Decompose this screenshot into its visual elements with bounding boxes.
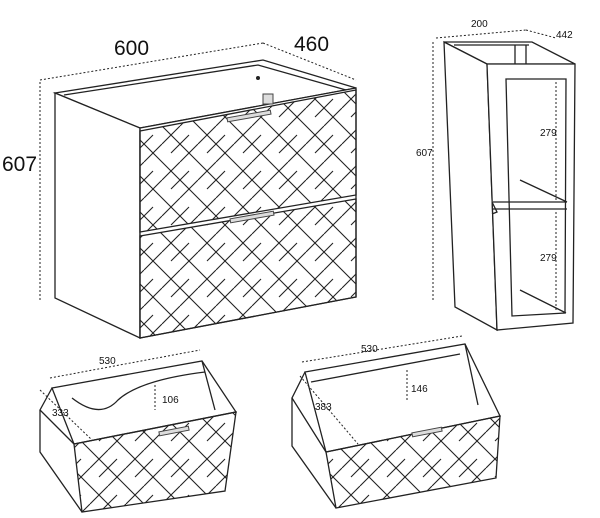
drawer-b-depth-dimline (299, 375, 359, 445)
drawer-b-width-dimline (301, 335, 463, 363)
upper-drawer-handle (226, 109, 272, 123)
drawer-a-back (201, 360, 216, 411)
drain-hole (256, 76, 260, 80)
drawer-b-handle (411, 426, 443, 438)
cabinet-depth-label: 442 (556, 30, 573, 41)
drawer-b-width-label: 530 (361, 344, 378, 355)
cabinet-height-label: 607 (416, 148, 433, 159)
vanity-width-label: 600 (114, 37, 149, 60)
vanity-depth-label: 460 (294, 33, 329, 56)
drawer-a-height-label: 106 (162, 395, 179, 406)
drawer-a-depth-label: 333 (52, 408, 69, 419)
vanity-side (54, 92, 141, 340)
drawer-a-width-dimline (49, 349, 201, 379)
drawer-b-depth-label: 383 (315, 402, 332, 413)
vanity-unit: 600 460 607 (2, 33, 357, 340)
cabinet-bottom-shelf (519, 289, 567, 314)
drawer-shallow: 530 333 106 (39, 349, 238, 513)
drawer-a-side-outer (39, 410, 83, 513)
cabinet-shelf-edge (491, 201, 498, 215)
drawer-a-width-label: 530 (99, 356, 116, 367)
drawer-deep: 530 383 146 (291, 335, 501, 509)
vanity-height-label: 607 (2, 153, 37, 176)
cabinet-middle-shelf (493, 179, 568, 210)
drawer-b-back (464, 343, 479, 406)
cabinet-width-label: 200 (471, 19, 488, 30)
drawer-a-handle (158, 425, 190, 437)
vanity-depth-dimline (262, 42, 357, 81)
drawer-a-cutout (71, 371, 206, 411)
cabinet-depth-dimline (525, 29, 557, 39)
upper-shelf-label: 279 (540, 128, 557, 139)
cabinet-back-rail (454, 44, 529, 64)
vanity-width-dimline (39, 42, 264, 81)
cabinet-front (486, 63, 576, 331)
lower-drawer-handle (229, 210, 275, 224)
drawer-b-side-outer (291, 398, 337, 509)
drawer-b-inner-rim (310, 353, 461, 383)
cabinet-width-dimline (435, 29, 527, 39)
vanity-inner-rim (63, 64, 347, 96)
side-cabinet: 200 442 607 279 279 (416, 19, 576, 332)
lower-shelf-label: 279 (540, 253, 557, 264)
drawer-b-height-label: 146 (411, 384, 428, 395)
siphon-cutout (262, 93, 274, 105)
drawer-a-depth-dimline (39, 389, 93, 441)
